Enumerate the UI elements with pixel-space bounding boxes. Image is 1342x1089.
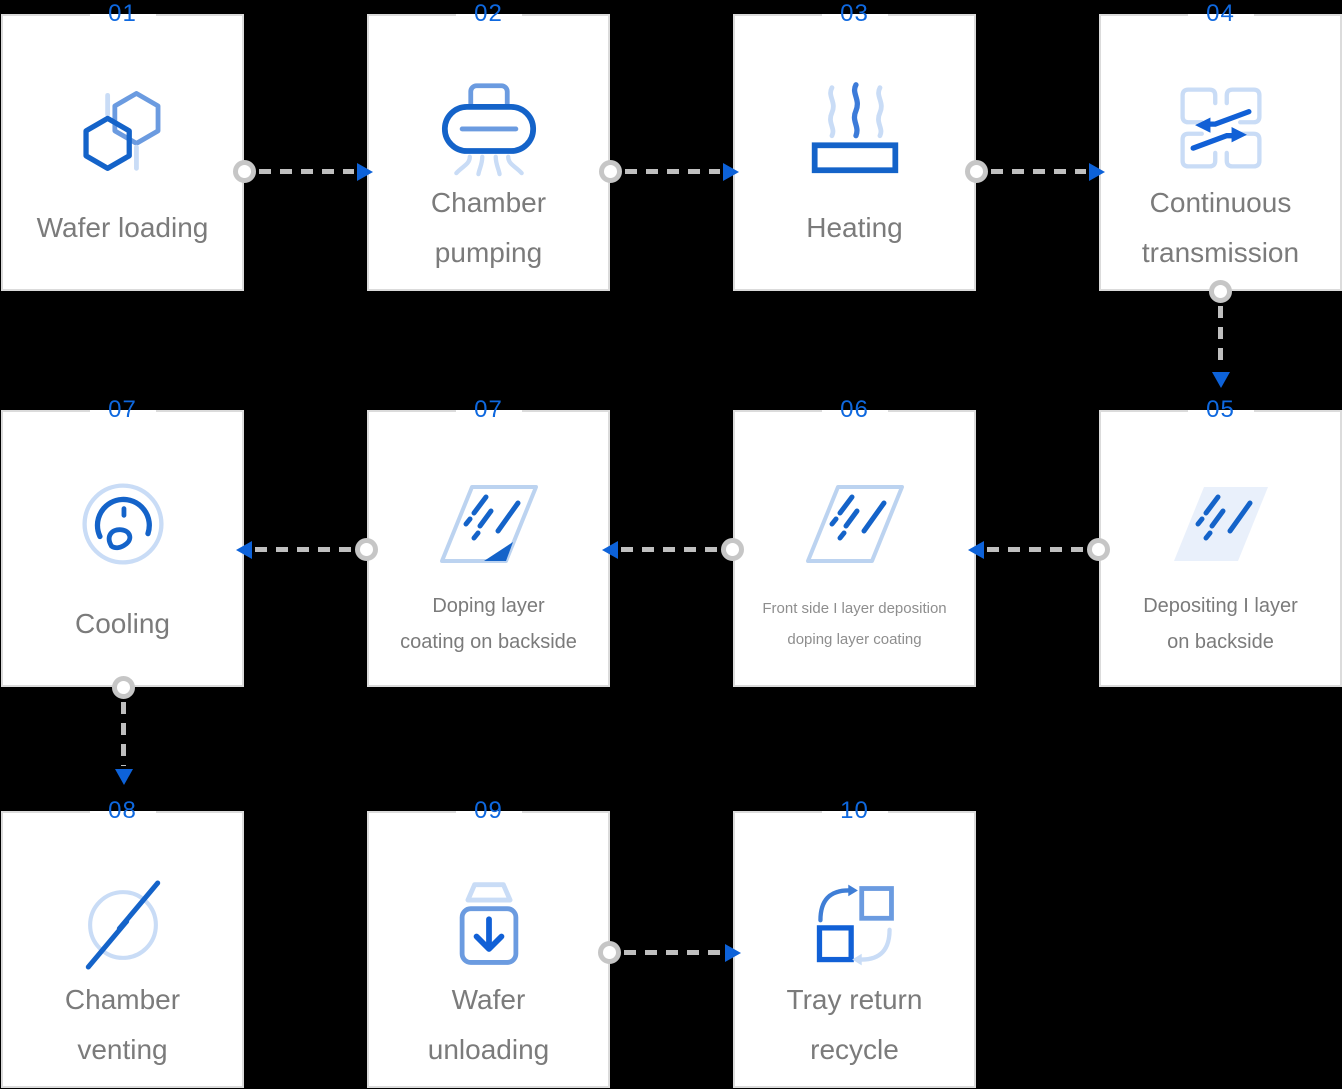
step-label: Doping layer coating on backside bbox=[400, 595, 577, 653]
step-card-cooling: 07 Cooling bbox=[1, 396, 244, 687]
wafer-filled-icon bbox=[1101, 458, 1340, 590]
arrow-down-icon bbox=[1211, 372, 1230, 388]
molecule-icon bbox=[3, 62, 242, 194]
connector-dot bbox=[233, 160, 256, 183]
step-card-wafer-unloading: 09 Wafer unloading bbox=[367, 797, 610, 1088]
step-card-wafer-loading: 01 Wafer loading bbox=[1, 0, 244, 291]
connector-dash bbox=[255, 547, 352, 552]
connector-09-10 bbox=[598, 941, 741, 964]
gauge-icon bbox=[3, 458, 242, 590]
connector-dot bbox=[112, 676, 135, 699]
connector-dot bbox=[1087, 538, 1110, 561]
step-label: Chamber venting bbox=[64, 984, 181, 1065]
connector-dash bbox=[259, 169, 354, 174]
connector-dash bbox=[121, 702, 126, 766]
step-card-chamber-venting: 08 Chamber venting bbox=[1, 797, 244, 1088]
step-number: 07 bbox=[455, 396, 522, 424]
connector-dash bbox=[991, 169, 1086, 174]
pump-icon bbox=[369, 62, 608, 194]
step-number: 03 bbox=[821, 0, 888, 28]
step-card-continuous-transmission: 04 Continuous transmission bbox=[1099, 0, 1342, 291]
step-card-tray-return: 10 Tray return recycle bbox=[733, 797, 976, 1088]
arrow-left-icon bbox=[968, 540, 984, 559]
connector-05-06 bbox=[968, 538, 1110, 561]
connector-dot bbox=[721, 538, 744, 561]
connector-01-02 bbox=[233, 160, 373, 183]
step-label: Wafer unloading bbox=[427, 984, 550, 1065]
transfer-icon bbox=[1101, 62, 1340, 194]
unloading-icon bbox=[369, 859, 608, 991]
arrow-right-icon bbox=[725, 943, 741, 962]
step-number: 01 bbox=[89, 0, 156, 28]
step-number: 05 bbox=[1187, 396, 1254, 424]
step-number: 07 bbox=[89, 396, 156, 424]
arrow-left-icon bbox=[602, 540, 618, 559]
connector-02-03 bbox=[599, 160, 739, 183]
connector-dot bbox=[355, 538, 378, 561]
step-number: 08 bbox=[89, 797, 156, 825]
connector-dash bbox=[1218, 306, 1223, 369]
step-card-depositing-i-layer: 05 Depositing I layer on backside bbox=[1099, 396, 1342, 687]
wafer-folded-corner-icon bbox=[369, 458, 608, 590]
connector-dot bbox=[599, 160, 622, 183]
step-card-chamber-pumping: 02 Chamber pumping bbox=[367, 0, 610, 291]
step-number: 06 bbox=[821, 396, 888, 424]
step-label: Chamber pumping bbox=[430, 187, 547, 268]
arrow-right-icon bbox=[357, 162, 373, 181]
heater-icon bbox=[735, 62, 974, 194]
arrow-down-icon bbox=[114, 769, 133, 785]
connector-dash bbox=[987, 547, 1084, 552]
connector-06-07 bbox=[602, 538, 744, 561]
step-label: Heating bbox=[806, 212, 903, 243]
connector-dash bbox=[621, 547, 718, 552]
step-number: 10 bbox=[821, 797, 888, 825]
recycle-icon bbox=[735, 859, 974, 991]
step-card-doping-layer-coating: 07 Doping layer coating on backside bbox=[367, 396, 610, 687]
step-label: Tray return recycle bbox=[786, 984, 923, 1065]
step-number: 02 bbox=[455, 0, 522, 28]
step-label: Cooling bbox=[75, 608, 170, 639]
step-label: Depositing I layer on backside bbox=[1143, 595, 1298, 653]
arrow-right-icon bbox=[723, 162, 739, 181]
connector-04-05 bbox=[1209, 280, 1232, 388]
connector-03-04 bbox=[965, 160, 1105, 183]
connector-dash bbox=[624, 950, 722, 955]
step-number: 04 bbox=[1187, 0, 1254, 28]
arrow-left-icon bbox=[236, 540, 252, 559]
step-label: Front side I layer deposition doping lay… bbox=[762, 600, 947, 648]
wafer-outline-icon bbox=[735, 458, 974, 590]
connector-dot bbox=[1209, 280, 1232, 303]
step-card-heating: 03 Heating bbox=[733, 0, 976, 291]
venting-icon bbox=[3, 859, 242, 991]
arrow-right-icon bbox=[1089, 162, 1105, 181]
step-number: 09 bbox=[455, 797, 522, 825]
step-label: Continuous transmission bbox=[1141, 187, 1300, 268]
step-label: Wafer loading bbox=[36, 212, 209, 243]
connector-dash bbox=[625, 169, 720, 174]
connector-cooling-08 bbox=[112, 676, 135, 785]
connector-dot bbox=[965, 160, 988, 183]
connector-dot bbox=[598, 941, 621, 964]
step-card-front-side-deposition: 06 Front side I layer deposition doping … bbox=[733, 396, 976, 687]
connector-07-cooling bbox=[236, 538, 378, 561]
